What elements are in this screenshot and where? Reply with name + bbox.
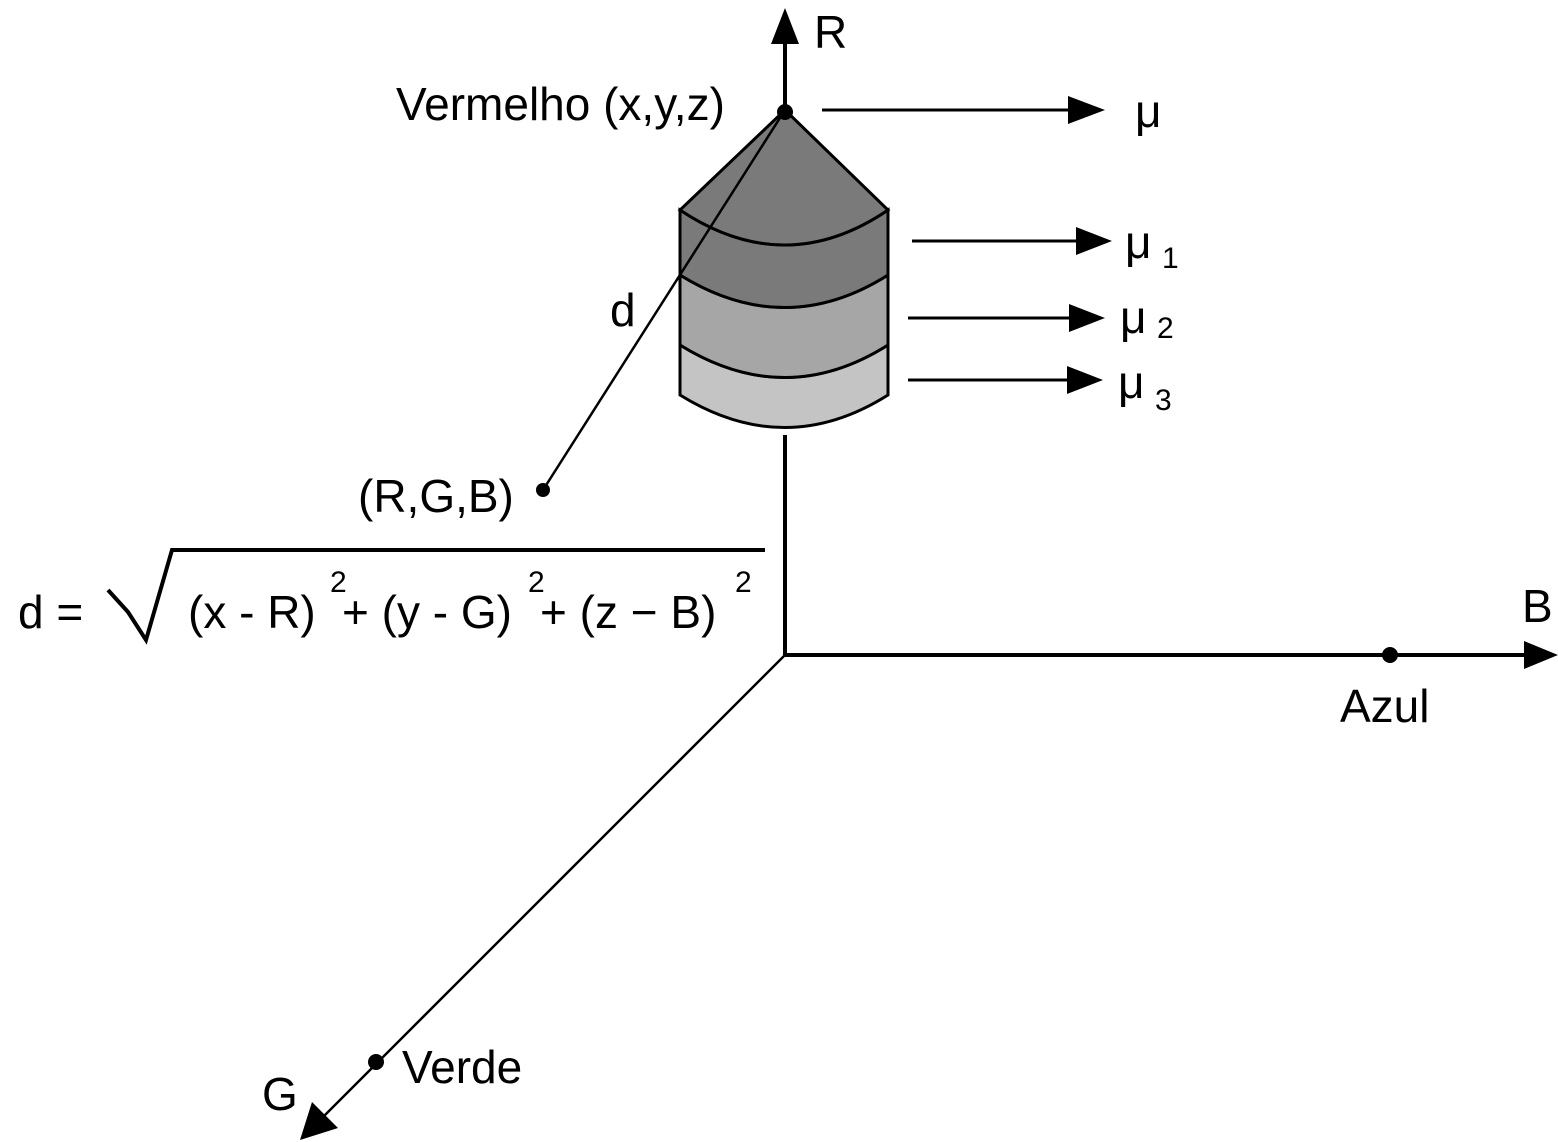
mu-label: μ [1135, 85, 1162, 137]
g-axis-label: G [262, 1068, 298, 1120]
g-axis-arrowhead [300, 1102, 338, 1140]
g-axis [314, 654, 786, 1126]
formula-exp-1: 2 [330, 566, 347, 599]
formula-term-y: + (y - G) [342, 586, 512, 638]
mu1-subscript: 1 [1162, 242, 1179, 275]
formula-exp-2: 2 [528, 566, 545, 599]
formula-term-z: + (z − B) [540, 586, 716, 638]
formula-lhs: d = [18, 586, 83, 638]
cone-top [677, 107, 891, 247]
mu3-arrowhead [1067, 366, 1103, 394]
b-axis-arrowhead [1524, 641, 1558, 669]
distance-formula: d = (x - R) 2 + (y - G) 2 + (z − B) 2 [18, 548, 765, 645]
verde-label: Verde [402, 1041, 522, 1093]
r-axis-label: R [814, 6, 847, 58]
distance-label: d [610, 284, 636, 336]
azul-label: Azul [1340, 680, 1429, 732]
mu2-label: μ [1120, 291, 1147, 343]
b-axis-label: B [1522, 580, 1553, 632]
vermelho-point [777, 104, 793, 120]
rgb-label: (R,G,B) [358, 470, 514, 522]
formula-exp-3: 2 [735, 566, 752, 599]
verde-point [368, 1054, 384, 1070]
mu1-arrowhead [1076, 227, 1112, 255]
rgb-point [536, 483, 550, 497]
azul-point [1382, 647, 1398, 663]
mu2-subscript: 2 [1157, 312, 1174, 345]
mu3-label: μ [1118, 356, 1145, 408]
distance-line [541, 109, 787, 491]
mu2-arrowhead [1069, 304, 1105, 332]
mu3-subscript: 3 [1155, 384, 1172, 417]
formula-term-x: (x - R) [188, 586, 316, 638]
sqrt-symbol [106, 548, 765, 645]
r-axis-arrowhead [771, 8, 799, 44]
vermelho-label: Vermelho (x,y,z) [396, 78, 725, 130]
mu1-label: μ [1125, 216, 1152, 268]
mu-arrowhead [1068, 96, 1105, 124]
